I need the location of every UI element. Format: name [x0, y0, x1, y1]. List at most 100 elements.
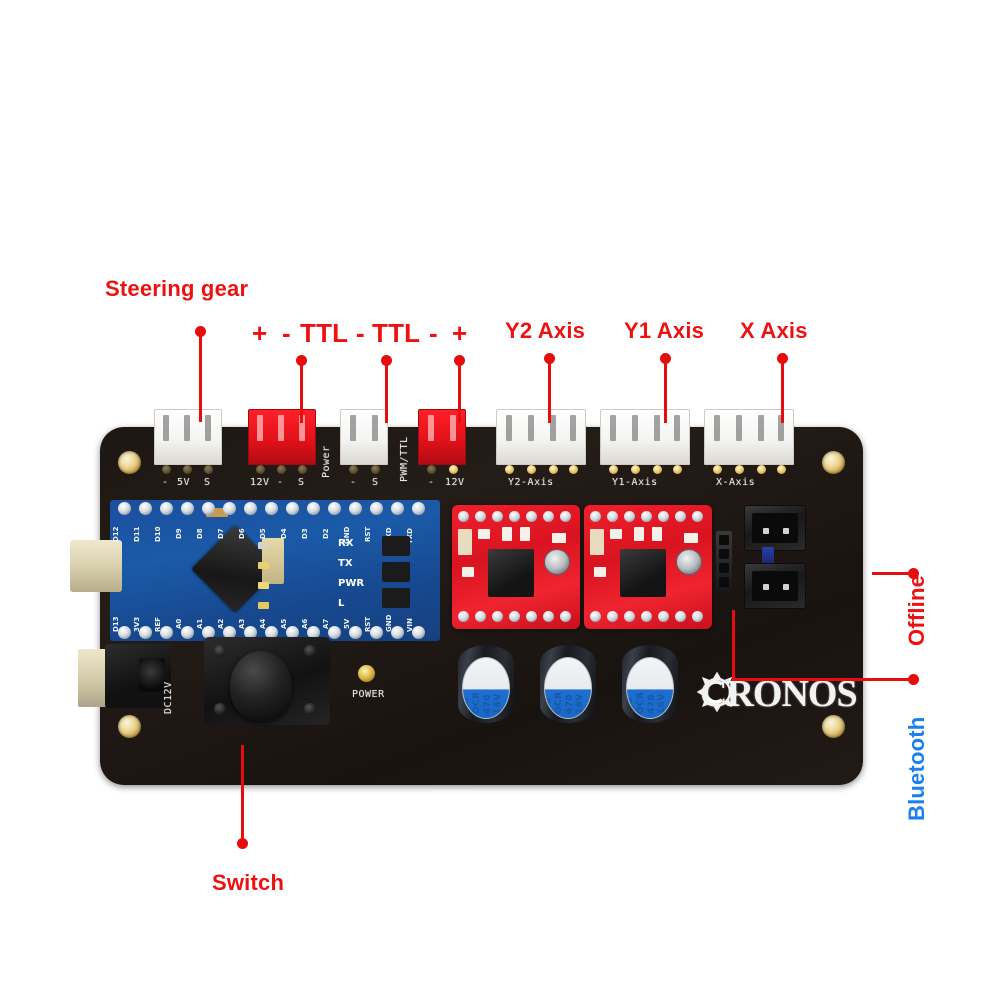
nano-pin[interactable] [286, 626, 299, 639]
callout-pwm-dot [454, 355, 465, 366]
nano-pin[interactable] [412, 502, 425, 515]
silk-power-vertical: Power [321, 445, 332, 478]
nano-pin[interactable] [286, 502, 299, 515]
driver-pad [492, 611, 503, 622]
nano-icsp-header[interactable] [382, 562, 410, 582]
driver-trim-pot[interactable] [544, 549, 570, 575]
power-connector[interactable] [340, 409, 388, 465]
nano-icsp-header[interactable] [382, 536, 410, 556]
solder-pad [183, 465, 192, 474]
driver-capacitor [458, 529, 472, 555]
nano-pin[interactable] [265, 502, 278, 515]
dc-power-jack[interactable] [105, 644, 171, 708]
silk-servo-minus: - [162, 477, 169, 488]
nano-pin[interactable] [160, 626, 173, 639]
solder-pad [204, 465, 213, 474]
silk-pwm-12v: 12V [445, 477, 465, 488]
nano-usb-connector[interactable] [70, 540, 122, 592]
mounting-hole [822, 715, 845, 738]
nano-pin-label: A6 [301, 618, 309, 629]
nano-pin[interactable] [412, 626, 425, 639]
nano-pin[interactable] [160, 502, 173, 515]
nano-pin[interactable] [328, 502, 341, 515]
solder-pad [256, 465, 265, 474]
nano-pin[interactable] [370, 502, 383, 515]
nano-pin[interactable] [391, 502, 404, 515]
nano-pin[interactable] [244, 502, 257, 515]
nano-pin-label: GND [385, 614, 393, 632]
x-axis-connector[interactable] [704, 409, 794, 465]
nano-pin[interactable] [139, 502, 152, 515]
callout-x-axis-dot [777, 353, 788, 364]
solder-pad [371, 465, 380, 474]
y1-axis-connector[interactable] [600, 409, 690, 465]
nano-pin[interactable] [349, 502, 362, 515]
silk-pwm-minus: - [428, 477, 435, 488]
nano-pin-label: A4 [259, 618, 267, 629]
callout-y1-axis-label: Y1 Axis [624, 318, 705, 343]
rx-led-label: RX [338, 538, 354, 549]
solder-pad [569, 465, 578, 474]
nano-pin[interactable] [307, 502, 320, 515]
driver-pad [475, 511, 486, 522]
nano-pin[interactable] [202, 502, 215, 515]
solder-pad [277, 465, 286, 474]
nano-pin[interactable] [265, 626, 278, 639]
driver-pad [658, 511, 669, 522]
nano-icsp-header[interactable] [382, 588, 410, 608]
driver-pad [560, 511, 571, 522]
driver-pad [560, 611, 571, 622]
stepper-driver-2[interactable] [584, 505, 712, 629]
nano-pin-label: A3 [238, 618, 246, 629]
power-led [358, 665, 375, 682]
stepper-driver-1[interactable] [452, 505, 580, 629]
offline-header-top[interactable] [744, 505, 806, 551]
nano-pin[interactable] [223, 502, 236, 515]
offline-header-bottom[interactable] [744, 563, 806, 609]
12v-connector[interactable] [248, 409, 316, 465]
nano-pin[interactable] [181, 626, 194, 639]
solder-pad [609, 465, 618, 474]
nano-pin-label: D10 [154, 526, 162, 542]
callout-bluetooth-riser [732, 610, 735, 680]
nano-pin[interactable] [391, 626, 404, 639]
driver-pad [675, 611, 686, 622]
l-led [258, 602, 269, 609]
nano-pin[interactable] [118, 502, 131, 515]
cap-text: 16V [493, 693, 503, 714]
nano-pin[interactable] [244, 626, 257, 639]
bluetooth-header[interactable] [716, 531, 732, 593]
offline-jumper[interactable] [762, 547, 774, 565]
switch-knob[interactable] [230, 651, 292, 721]
y2-axis-connector[interactable] [496, 409, 586, 465]
callout-y2-axis-line [548, 359, 551, 423]
nano-pin[interactable] [307, 626, 320, 639]
pwr-led [258, 582, 269, 589]
nano-pin[interactable] [349, 626, 362, 639]
pwr-led-label: PWR [338, 578, 365, 589]
callout-x-axis-line [781, 359, 784, 423]
cap-text: 470 [565, 694, 575, 714]
nano-pin[interactable] [328, 626, 341, 639]
power-switch[interactable] [204, 637, 330, 725]
callout-bluetooth-label: Bluetooth [904, 716, 929, 821]
driver-trim-pot[interactable] [676, 549, 702, 575]
driver-pad [624, 511, 635, 522]
nano-pin[interactable] [139, 626, 152, 639]
callout-servo-plus-label: + [252, 318, 268, 348]
callout-y1-axis-line [664, 359, 667, 423]
nano-crystal [262, 538, 284, 584]
nano-pin[interactable] [223, 626, 236, 639]
driver-chip [620, 549, 666, 597]
nano-pin[interactable] [202, 626, 215, 639]
electrolytic-capacitor: H8 OCR 470 16V [622, 645, 678, 723]
solder-pad [427, 465, 436, 474]
nano-pin[interactable] [181, 502, 194, 515]
servo-5v-connector[interactable] [154, 409, 222, 465]
driver-capacitor [684, 533, 698, 543]
driver-pad [526, 611, 537, 622]
pcb-board: - 5V S 12V - S - S Power - 12V PWM/TTL [70, 409, 863, 785]
nano-pin[interactable] [370, 626, 383, 639]
nano-pin[interactable] [118, 626, 131, 639]
arduino-nano[interactable]: D12 D11 D10 D9 D8 D7 D6 D5 D4 D3 D2 GND … [70, 500, 440, 641]
